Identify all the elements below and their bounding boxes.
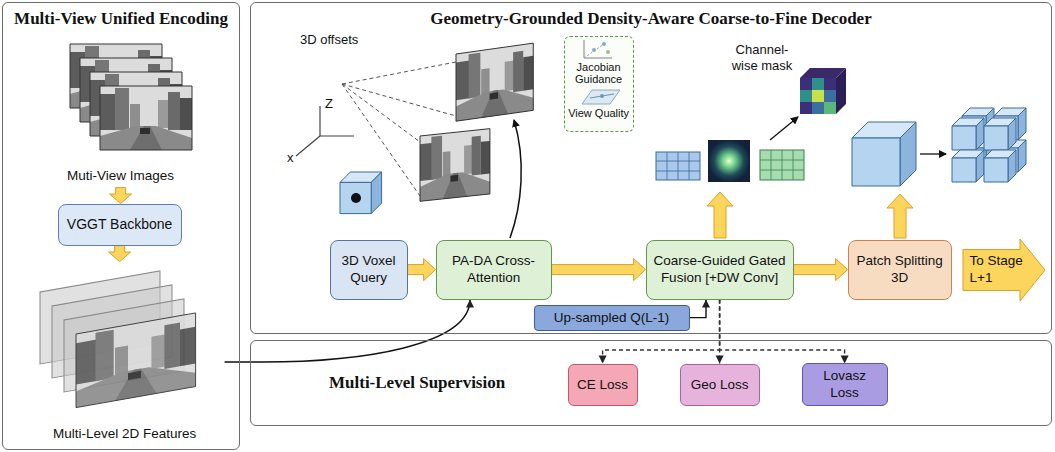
arrowhead	[466, 300, 474, 308]
feature-group: Multi-Level 2D Features	[25, 262, 225, 446]
process-box: Up-sampled Q(L-1)	[534, 305, 690, 331]
node-text: VGGT Backbone	[67, 216, 173, 233]
block-arrow	[109, 246, 131, 262]
stage-arrow: To StageL+1	[962, 238, 1046, 302]
axis-label: x	[287, 150, 294, 166]
arrow-outline	[963, 239, 1045, 301]
connector	[690, 300, 710, 318]
node-text: Jacobian Guidance	[565, 61, 633, 86]
node-text: To Stage	[970, 253, 1023, 269]
block-arrow	[110, 188, 132, 204]
panel: Multi-Level Supervision CE Loss Geo Loss Lo…	[250, 340, 1052, 426]
connector	[225, 300, 474, 362]
arrowhead	[716, 356, 724, 364]
block-arrow	[408, 259, 436, 281]
node-text: Coarse-Guided Gated Fusion [+DW Conv]	[653, 253, 787, 285]
loss-box: CE Loss	[568, 364, 638, 406]
feature-stack	[40, 271, 196, 408]
panel-title: Multi-Level Supervision	[329, 373, 505, 393]
feature-line	[225, 300, 470, 362]
arrowhead	[841, 355, 849, 363]
up-arrow	[707, 192, 733, 238]
image-group: Muti-View Images	[50, 40, 192, 188]
panel: Multi-View Unified EncodingMuti-View Ima…	[2, 2, 240, 450]
node-text: 3D Voxel Query	[337, 253, 401, 285]
connector	[794, 259, 848, 281]
node-text: CE Loss	[577, 377, 628, 393]
node-text: PA-DA Cross-Attention	[443, 253, 545, 285]
channel-mask-figure	[656, 68, 846, 182]
node-text: Lovasz Loss	[809, 368, 881, 400]
image-stack	[70, 44, 192, 150]
connector	[720, 300, 849, 364]
figure-label: Channel-wise mask	[728, 42, 796, 73]
node-text: Geo Loss	[691, 377, 749, 393]
axes	[296, 106, 354, 156]
sample-arrow	[510, 120, 521, 238]
dashed-line	[720, 300, 845, 364]
arrowhead	[599, 356, 607, 364]
node-text: Muti-View Images	[67, 168, 174, 184]
process-box: VGGT Backbone	[58, 204, 182, 246]
process-box: Coarse-Guided Gated Fusion [+DW Conv]	[646, 240, 794, 300]
process-box: Patch Splitting 3D	[848, 240, 952, 300]
figure-label: 3D offsets	[300, 32, 358, 48]
connector	[408, 259, 436, 281]
block-arrow	[552, 259, 646, 281]
node-text: Patch Splitting 3D	[855, 253, 945, 285]
node-text: View Quality	[565, 107, 633, 120]
connector	[552, 259, 646, 281]
arrowhead	[702, 300, 710, 308]
panel-title: Geometry-Grounded Density-Aware Coarse-t…	[430, 9, 871, 29]
split-cubes	[952, 108, 1026, 182]
connector	[110, 188, 132, 204]
block-arrow	[794, 259, 848, 281]
axis-label: Z	[325, 96, 333, 112]
node-text: L+1	[970, 270, 993, 286]
process-box: PA-DA Cross-Attention	[436, 240, 552, 300]
dashed-group: Jacobian GuidanceView Quality	[564, 36, 634, 132]
up-arrow	[887, 194, 913, 238]
panel-title: Multi-View Unified Encoding	[14, 9, 228, 29]
node-text: Up-sampled Q(L-1)	[554, 310, 670, 326]
panel: Geometry-Grounded Density-Aware Coarse-t…	[250, 2, 1052, 334]
loss-box: Lovasz Loss	[802, 363, 888, 405]
loss-box: Geo Loss	[680, 364, 760, 406]
connector	[109, 246, 131, 262]
line	[690, 300, 706, 318]
node-text: Multi-Level 2D Features	[53, 426, 196, 442]
process-box: 3D Voxel Query	[330, 240, 408, 300]
